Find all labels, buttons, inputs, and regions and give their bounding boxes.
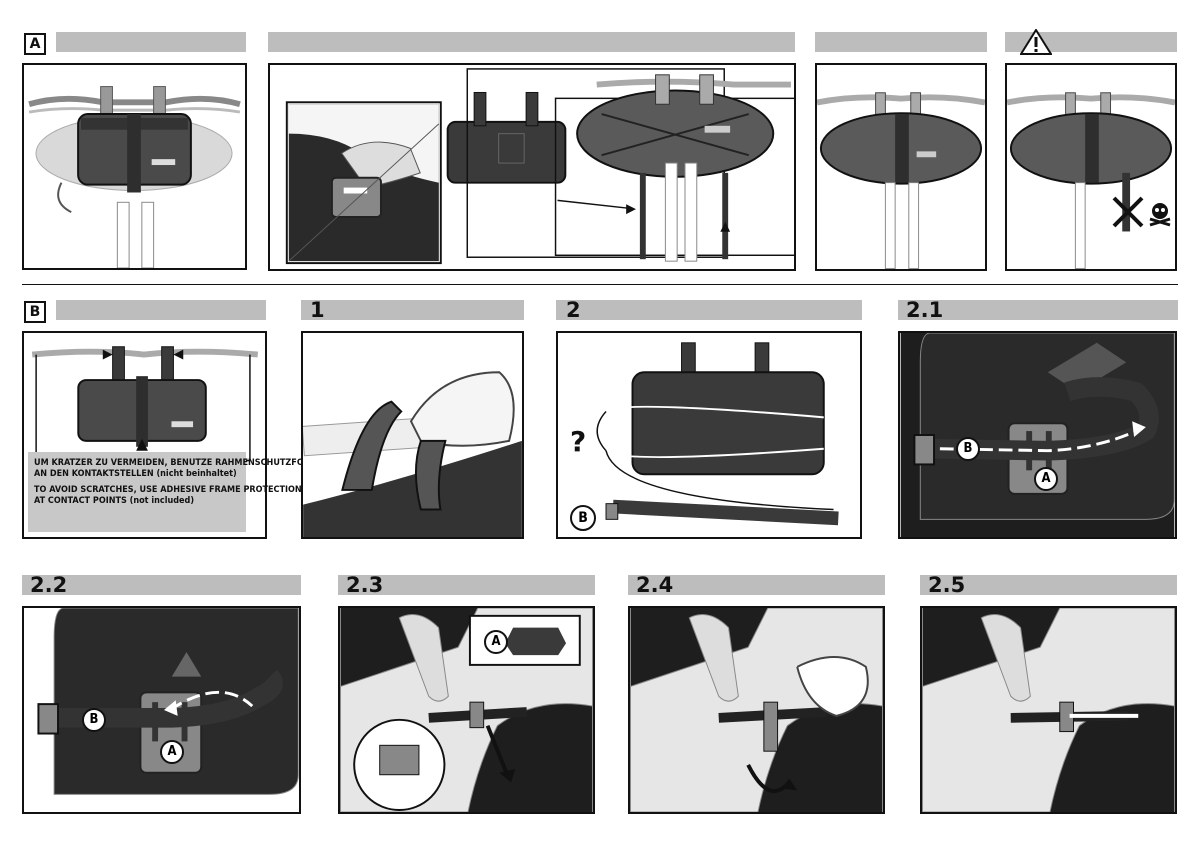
panel-a1-mounting: [268, 63, 796, 271]
note-de-line1: UM KRATZER ZU VERMEIDEN, BENUTZE RAHMENS…: [34, 458, 318, 468]
warning-header-bar: [1005, 32, 1177, 52]
step-b2-header-bar: [556, 300, 862, 320]
panel-a-warning: [1005, 63, 1177, 271]
step-b23-label: 2.3: [346, 573, 384, 597]
section-b-header-bar: [56, 300, 266, 320]
step-b22-header-bar: [22, 575, 301, 595]
callout-b-step2: B: [570, 505, 596, 531]
step-b1-label: 1: [310, 298, 325, 322]
panel-b23-pull: A: [338, 606, 595, 814]
step-b24-label: 2.4: [636, 573, 674, 597]
callout-a-step22: A: [160, 740, 184, 764]
panel-b2-strap-options: ? B: [556, 331, 862, 539]
panel-b25-finished: [920, 606, 1177, 814]
frame-protection-note: UM KRATZER ZU VERMEIDEN, BENUTZE RAHMENS…: [28, 452, 318, 532]
step-a1-header-bar: [268, 32, 795, 52]
panel-b21-threading: B A: [898, 331, 1177, 539]
section-a-header-bar: [56, 32, 246, 52]
step-a2-header-bar: [815, 32, 987, 52]
cross-mark-icon: [1111, 195, 1145, 229]
skull-crossbones-icon: [1147, 201, 1173, 227]
question-mark: ?: [570, 425, 587, 458]
panel-a-overview: [22, 63, 247, 270]
step-b25-header-bar: [920, 575, 1177, 595]
warning-icon: [1019, 28, 1053, 55]
callout-a-step21: A: [1034, 467, 1058, 491]
note-en-line1: TO AVOID SCRATCHES, USE ADHESIVE FRAME P…: [34, 485, 302, 495]
step-b25-label: 2.5: [928, 573, 966, 597]
panel-a2-mounted: [815, 63, 987, 271]
panel-b24-wrap: [628, 606, 885, 814]
section-a-label: A: [24, 33, 46, 55]
step-b1-header-bar: [301, 300, 524, 320]
step-b21-label: 2.1: [906, 298, 944, 322]
callout-b-step21: B: [956, 437, 980, 461]
section-b-label: B: [24, 301, 46, 323]
step-b23-header-bar: [338, 575, 595, 595]
step-b22-label: 2.2: [30, 573, 68, 597]
step-b21-header-bar: [898, 300, 1178, 320]
section-divider: [22, 284, 1178, 285]
step-b2-label: 2: [566, 298, 581, 322]
panel-b1-strap: [301, 331, 524, 539]
callout-b-step22: B: [82, 708, 106, 732]
step-b24-header-bar: [628, 575, 885, 595]
note-en-line2: AT CONTACT POINTS (not included): [34, 496, 195, 506]
note-de-line2: AN DEN KONTAKTSTELLEN (nicht beinhaltet): [34, 469, 237, 479]
callout-a-step23: A: [484, 630, 508, 654]
panel-b22-threading: B A: [22, 606, 301, 814]
